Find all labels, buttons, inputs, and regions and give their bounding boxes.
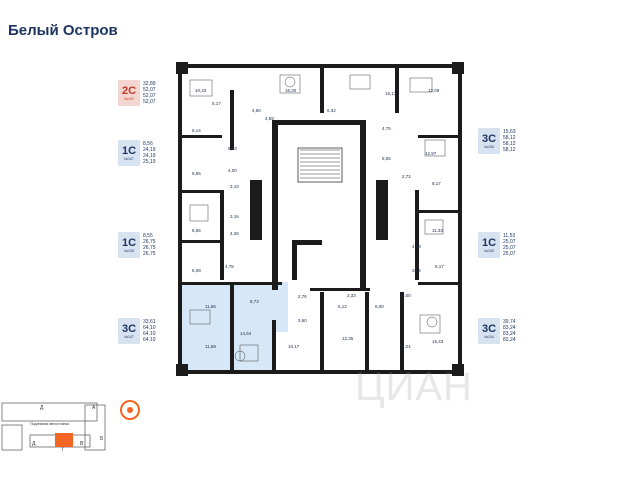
room-area-label: 2,72	[402, 174, 411, 179]
room-area-label: 3,10	[230, 184, 239, 189]
room-area-label: 8,14	[192, 128, 201, 133]
room-area-label: 8,55	[192, 171, 201, 176]
room-area-label: 16,30	[285, 88, 297, 93]
room-area-label: 3,60	[298, 318, 307, 323]
room-area-label: 12,09	[428, 88, 440, 93]
room-area-label: 10,33	[195, 88, 207, 93]
floor-plan: 10,33 5,17 16,30 4,60 6,32 4,59 16,17 12,09 8,14…	[176, 62, 464, 376]
room-area-label: 4,75	[382, 126, 391, 131]
room-area-label: 8,00	[402, 293, 411, 298]
room-area-label: 2,76	[298, 294, 307, 299]
room-area-label: 8,17	[432, 181, 441, 186]
room-area-label: 6,32	[327, 108, 336, 113]
room-area-label: 11,01	[400, 344, 411, 349]
room-area-label: 15,43	[432, 339, 444, 344]
room-area-label: 11,89	[205, 344, 216, 349]
minimap-label: A	[92, 405, 96, 411]
highlighted-apartment	[182, 282, 272, 370]
room-area-label: 2,33	[347, 293, 356, 298]
room-area-label: 12,97	[425, 151, 437, 156]
minimap-label: Г	[62, 447, 65, 453]
room-area-label: 6,00	[375, 304, 384, 309]
room-area-label: 4,00	[228, 168, 237, 173]
room-area-label: 4,59	[265, 116, 274, 121]
page-title: Белый Остров	[8, 22, 118, 39]
room-area-label: 4,26	[230, 231, 239, 236]
room-area-label: 4,60	[252, 108, 261, 113]
room-area-label: 6,43	[228, 146, 237, 151]
room-area-label: 4,75	[225, 264, 234, 269]
minimap-label: Подземная автостоянка	[30, 422, 69, 426]
room-area-label: 5,12	[338, 304, 347, 309]
building-minimap: Д Д Г В Б A Подземная автостоянка	[1, 400, 140, 453]
room-area-label: 3,16	[230, 214, 239, 219]
minimap-label: В	[80, 441, 84, 447]
room-area-label: 12,35	[342, 336, 354, 341]
room-area-label: 11,33	[432, 228, 443, 233]
room-area-label: 4,09	[412, 244, 421, 249]
room-area-label: 14,54	[240, 331, 252, 336]
minimap-label: Д	[40, 405, 44, 411]
room-area-label: 8,05	[382, 156, 391, 161]
room-area-label: 8,55	[192, 228, 201, 233]
room-area-label: 3,34	[412, 268, 421, 273]
room-area-label: 6,08	[192, 268, 201, 273]
room-area-label: 8,73	[250, 299, 259, 304]
room-area-label: 5,17	[435, 264, 444, 269]
room-area-label: 10,17	[288, 344, 300, 349]
minimap-label: Д	[32, 441, 36, 447]
watermark: ЦИАН	[355, 365, 473, 409]
minimap-label: Б	[100, 436, 104, 442]
room-area-label: 11,55	[205, 304, 216, 309]
room-area-label: 5,17	[212, 101, 221, 106]
room-area-label: 16,17	[385, 91, 397, 96]
